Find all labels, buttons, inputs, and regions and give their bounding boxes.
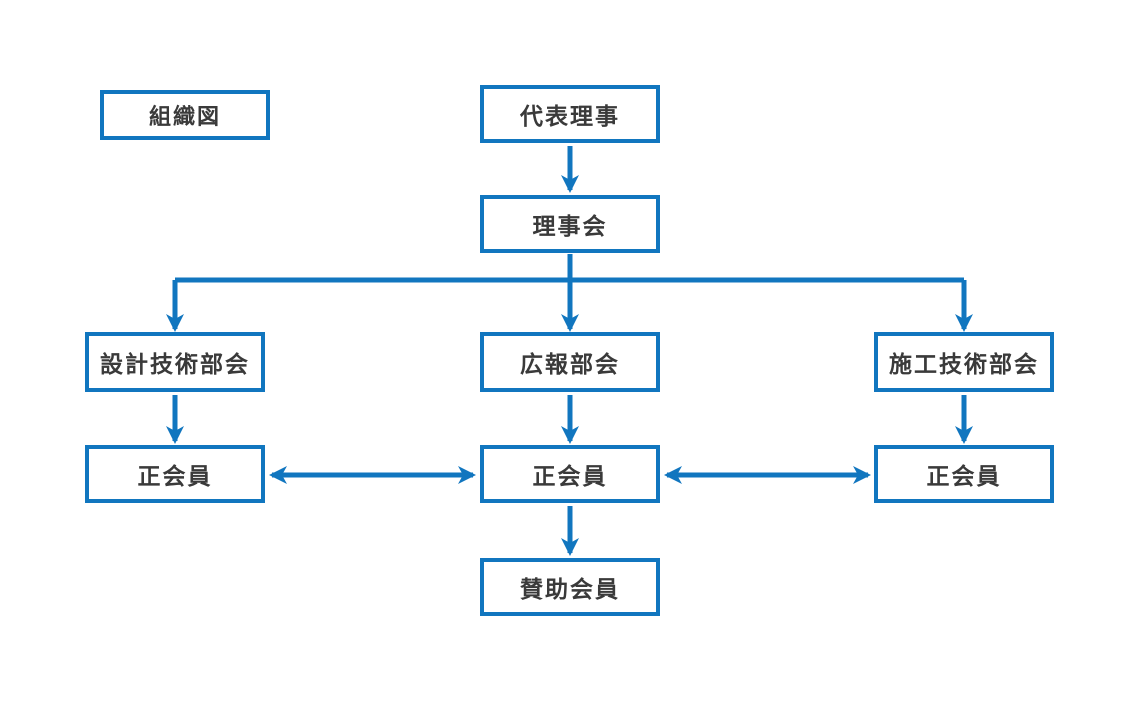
node-design-technology-committee: 設計技術部会 bbox=[85, 332, 265, 392]
node-supporting-member: 賛助会員 bbox=[480, 558, 660, 616]
node-regular-member-right: 正会員 bbox=[874, 445, 1054, 503]
node-public-relations-committee: 広報部会 bbox=[480, 332, 660, 392]
chart-title: 組織図 bbox=[100, 90, 270, 140]
node-representative-director: 代表理事 bbox=[480, 85, 660, 143]
node-regular-member-center: 正会員 bbox=[480, 445, 660, 503]
node-regular-member-left: 正会員 bbox=[85, 445, 265, 503]
node-construction-technology-committee: 施工技術部会 bbox=[874, 332, 1054, 392]
node-board-of-directors: 理事会 bbox=[480, 195, 660, 253]
